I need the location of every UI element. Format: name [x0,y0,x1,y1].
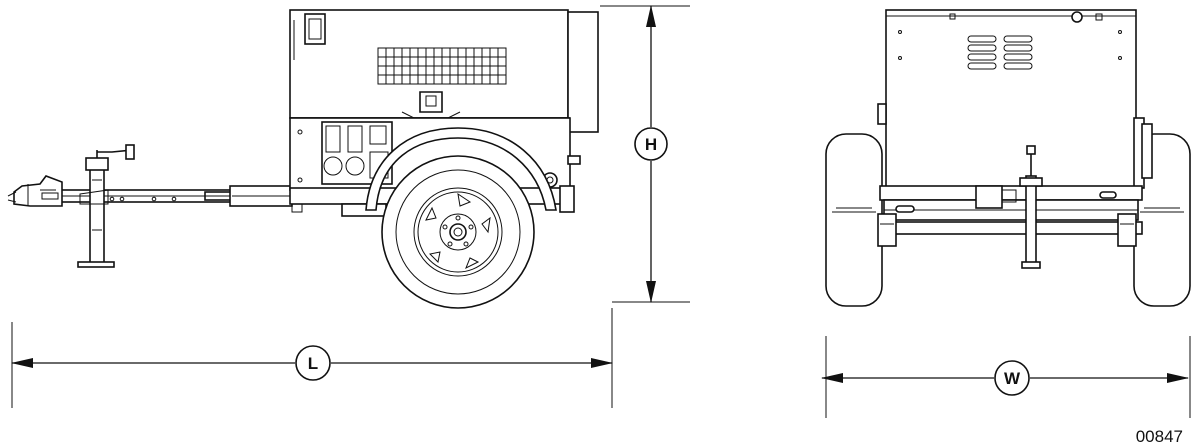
length-label-bubble [295,345,331,381]
side-vent-louvers [377,47,507,85]
width-label: W [1004,369,1021,388]
width-label-bubble [994,360,1030,396]
rear-view-trailer [825,9,1191,307]
side-view-trailer [7,9,599,309]
hitch-coupler [7,175,63,207]
height-label: H [645,135,657,154]
height-label-bubble [634,127,668,161]
figure-number: 00847 [1136,427,1183,446]
rear-frame-axle [877,185,1143,247]
rear-vent-louvers [967,35,1033,70]
rear-enclosure [877,9,1153,189]
wheel-fender [365,127,557,211]
rear-jack [1019,145,1043,269]
dimension-width: W [821,336,1191,418]
tongue-drawbar [59,185,293,207]
tongue-jack [77,144,135,268]
dimension-length: L [11,308,613,408]
length-label: L [308,354,318,373]
dimension-height: H [600,5,690,303]
rear-left-tire [825,133,883,307]
side-wheel-tire [381,155,535,309]
